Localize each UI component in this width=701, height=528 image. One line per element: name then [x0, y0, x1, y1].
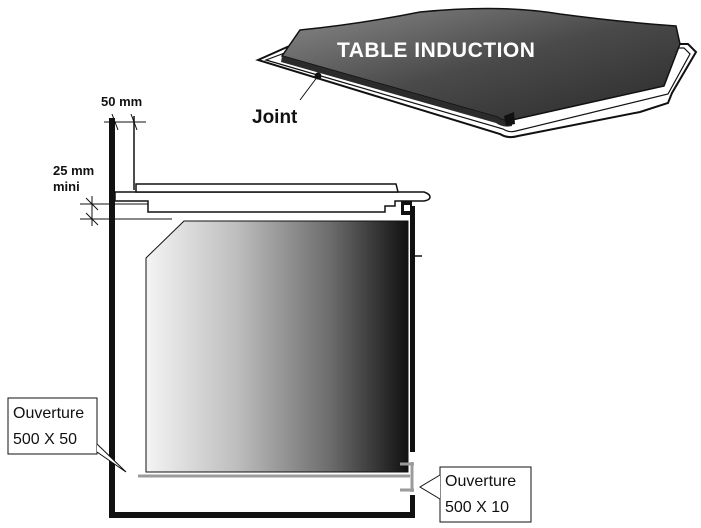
cabinet-cross-section: [109, 116, 431, 518]
seal-leader-line: [299, 75, 319, 101]
induction-hob-illustration: TABLE INDUCTION Joint: [252, 7, 698, 139]
dim-50-tick-left: [111, 113, 119, 131]
worktop-profile: [114, 191, 431, 213]
front-opening-callout: Ouverture 500 X 50: [7, 397, 127, 473]
hob-glass-section: [135, 183, 399, 193]
front-opening-label-line2: 500 X 50: [13, 431, 77, 448]
rear-opening-box: [439, 466, 532, 523]
dimension-top-clearance: 25 mm mini: [53, 163, 172, 226]
hob-frame-inner: [264, 47, 691, 133]
dim-50-tick-right: [130, 113, 138, 131]
rear-opening-label-line2: 500 X 10: [445, 499, 509, 516]
rear-opening-label-line1: Ouverture: [445, 473, 516, 490]
dim-50-label: 50 mm: [101, 94, 142, 109]
rear-opening-pointer: [419, 474, 441, 500]
dimension-side-clearance: 50 mm: [101, 94, 146, 131]
oven-body: [145, 220, 409, 473]
dim-25-label-line2: mini: [53, 179, 80, 194]
seal-label: Joint: [252, 107, 298, 128]
dim-25-tick-bottom: [85, 212, 99, 226]
hob-glass-edge: [281, 56, 512, 127]
front-opening-label-line1: Ouverture: [13, 405, 84, 422]
dim-25-label-line1: 25 mm: [53, 163, 94, 178]
cabinet-rear-wall: [410, 206, 415, 452]
dim-25-tick-top: [85, 197, 99, 211]
hob-rear-notch: [404, 205, 410, 211]
rear-opening-callout: Ouverture 500 X 10: [419, 466, 532, 523]
cabinet-rear-wall-lower: [410, 495, 415, 518]
hob-title: TABLE INDUCTION: [337, 39, 535, 62]
seal-clip: [504, 112, 515, 126]
front-opening-box: [7, 397, 98, 455]
cabinet-left-wall: [109, 118, 115, 518]
cabinet-bottom-wall: [109, 512, 413, 518]
front-opening-pointer: [96, 443, 127, 473]
